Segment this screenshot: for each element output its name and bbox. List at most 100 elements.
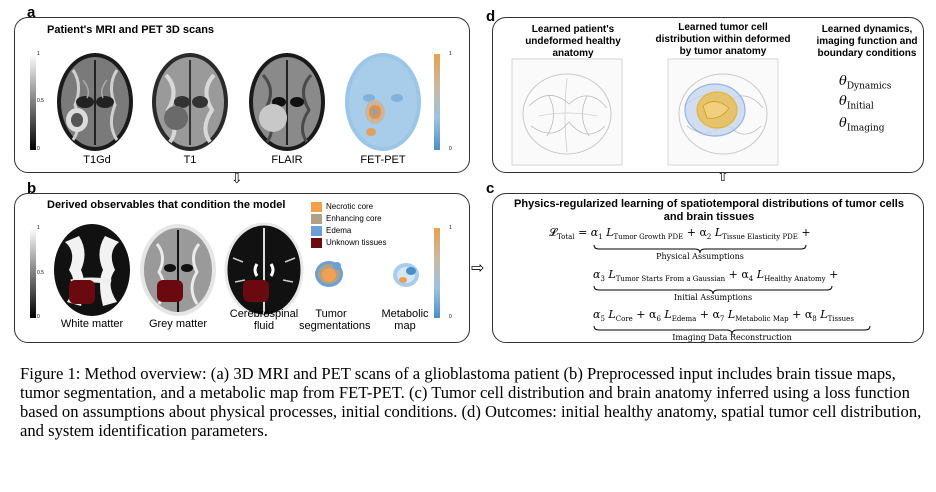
map-label-grey-matter: Grey matter [148, 318, 208, 330]
alpha-6-sub: 6 [656, 315, 661, 324]
map-label-metabolic-map: Metabolic map [381, 308, 429, 332]
brace-label-physical: Physical Assumptions [656, 252, 744, 261]
param-initial-sub: Initial [846, 101, 874, 112]
map-label-tumor-segmentations: Tumor segmentations [299, 308, 371, 332]
arrow-down-icon: ⇩ [231, 170, 243, 186]
t1gd-brain-image [57, 53, 133, 151]
scan-label-t1gd: T1Gd [83, 154, 111, 166]
panel-b-letter: b [27, 180, 37, 197]
loss-term-core: L [608, 308, 616, 321]
flair-brain-image [249, 53, 325, 151]
pet-scale-tick-top: 1 [449, 51, 452, 57]
loss-total-sub: Total [557, 233, 575, 242]
loss-term-tissues: L [820, 308, 828, 321]
tumor-distribution-3d-render [667, 58, 779, 166]
csf-map [224, 222, 304, 318]
panel-b-title: Derived observables that condition the m… [47, 199, 286, 211]
scale-tick-top: 1 [37, 51, 40, 57]
alpha-4-sub: 4 [748, 275, 754, 284]
brace-imaging [593, 325, 871, 335]
panel-d-title-anatomy: Learned patient's undeformed healthy ana… [525, 24, 621, 59]
loss-equation-line2: α3 LTumor Starts From a Gaussian + α4 LH… [593, 268, 838, 283]
legend-item-unknown-tissues: Unknown tissues [311, 238, 386, 248]
arrow-right-icon: ⇨ [471, 260, 485, 277]
loss-term-core-sub: Core [615, 315, 633, 324]
panel-d: Learned patient's undeformed healthy ana… [492, 17, 924, 173]
legend-label: Necrotic core [326, 202, 374, 212]
alpha-6: + α [636, 308, 657, 321]
equals-sign: = [578, 226, 588, 239]
loss-term-tissues-sub: Tissues [827, 315, 854, 324]
metabolic-map [393, 263, 419, 287]
legend-swatch [311, 202, 322, 212]
intensity-scale-bar [30, 54, 36, 150]
alpha-5-sub: 5 [600, 315, 605, 324]
alpha-3: α [593, 268, 601, 281]
loss-term-healthy-anatomy-sub: Healthy Anatomy [764, 275, 826, 284]
alpha-7: + α [699, 308, 720, 321]
metabolic-scale-tick-top: 1 [449, 225, 452, 231]
alpha-8: + α [792, 308, 813, 321]
alpha-7-sub: 7 [719, 315, 725, 324]
alpha-2: + α [686, 226, 707, 239]
param-theta-dynamics: θDynamics [839, 74, 891, 92]
tissue-scale-bar [30, 228, 36, 318]
plus-sign: + [801, 226, 811, 239]
alpha-8-sub: 8 [812, 315, 817, 324]
loss-term-gaussian-start-sub: Tumor Starts From a Gaussian [615, 275, 726, 284]
alpha-2-sub: 2 [706, 233, 712, 242]
param-imaging-sub: Imaging [846, 123, 885, 134]
grey-matter-map [140, 224, 216, 316]
theta-symbol: θ [839, 94, 847, 109]
loss-term-healthy-anatomy: L [756, 268, 765, 281]
panel-c-title-line1: Physics-regularized learning of spatiote… [514, 198, 904, 210]
alpha-4: + α [728, 268, 749, 281]
pet-scale-bar [434, 54, 440, 150]
loss-total-symbol: 𝓛 [549, 226, 557, 239]
figure-caption: Figure 1: Method overview: (a) 3D MRI an… [20, 364, 922, 440]
param-theta-imaging: θImaging [839, 116, 884, 134]
legend-swatch [311, 214, 322, 224]
panel-a: Patient's MRI and PET 3D scans 1 0.5 0 T… [14, 17, 470, 173]
brace-physical [593, 244, 807, 254]
param-dynamics-sub: Dynamics [846, 81, 892, 92]
white-matter-map [54, 224, 130, 316]
tumor-segmentation-map [315, 261, 343, 287]
panel-b: Derived observables that condition the m… [14, 193, 470, 343]
panel-d-letter: d [486, 8, 496, 25]
map-label-white-matter: White matter [60, 318, 124, 330]
arrow-up-icon: ⇧ [717, 168, 729, 184]
brace-initial [593, 285, 833, 295]
metabolic-scale-tick-bottom: 0 [449, 314, 452, 320]
panel-d-title-dynamics: Learned dynamics, imaging function and b… [816, 24, 918, 59]
loss-term-tumor-growth: L [606, 226, 614, 239]
theta-symbol: θ [839, 116, 847, 131]
legend-swatch [311, 238, 322, 248]
scale-tick-bottom: 0 [37, 146, 40, 152]
legend-label: Enhancing core [326, 214, 382, 224]
loss-equation-line1: 𝓛Total = α1 LTumor Growth PDE + α2 LTiss… [549, 226, 811, 241]
scan-label-t1: T1 [183, 154, 197, 166]
legend-item-edema: Edema [311, 226, 351, 236]
loss-term-metabolic-map-sub: Metabolic Map [735, 315, 789, 324]
plus-sign: + [829, 268, 839, 281]
legend-item-enhancing-core: Enhancing core [311, 214, 382, 224]
loss-term-gaussian-start: L [608, 268, 616, 281]
theta-symbol: θ [839, 74, 847, 89]
fet-pet-brain-image [345, 53, 421, 151]
panel-c-letter: c [486, 180, 495, 197]
map-label-csf: Cerebrospinal fluid [229, 308, 299, 332]
loss-term-edema-sub: Edema [671, 315, 697, 324]
t1-brain-image [152, 53, 228, 151]
alpha-3-sub: 3 [600, 275, 605, 284]
metabolic-scale-bar [434, 228, 440, 318]
brace-label-imaging: Imaging Data Reconstruction [672, 333, 792, 342]
legend-swatch [311, 226, 322, 236]
legend-item-necrotic-core: Necrotic core [311, 202, 373, 212]
legend-label: Unknown tissues [326, 238, 387, 248]
tissue-scale-tick-mid: 0.5 [37, 270, 44, 276]
loss-term-tumor-growth-sub: Tumor Growth PDE [613, 233, 684, 242]
alpha-1: α [590, 226, 599, 239]
panel-c: Physics-regularized learning of spatiote… [492, 193, 924, 343]
panel-a-title: Patient's MRI and PET 3D scans [47, 24, 215, 36]
